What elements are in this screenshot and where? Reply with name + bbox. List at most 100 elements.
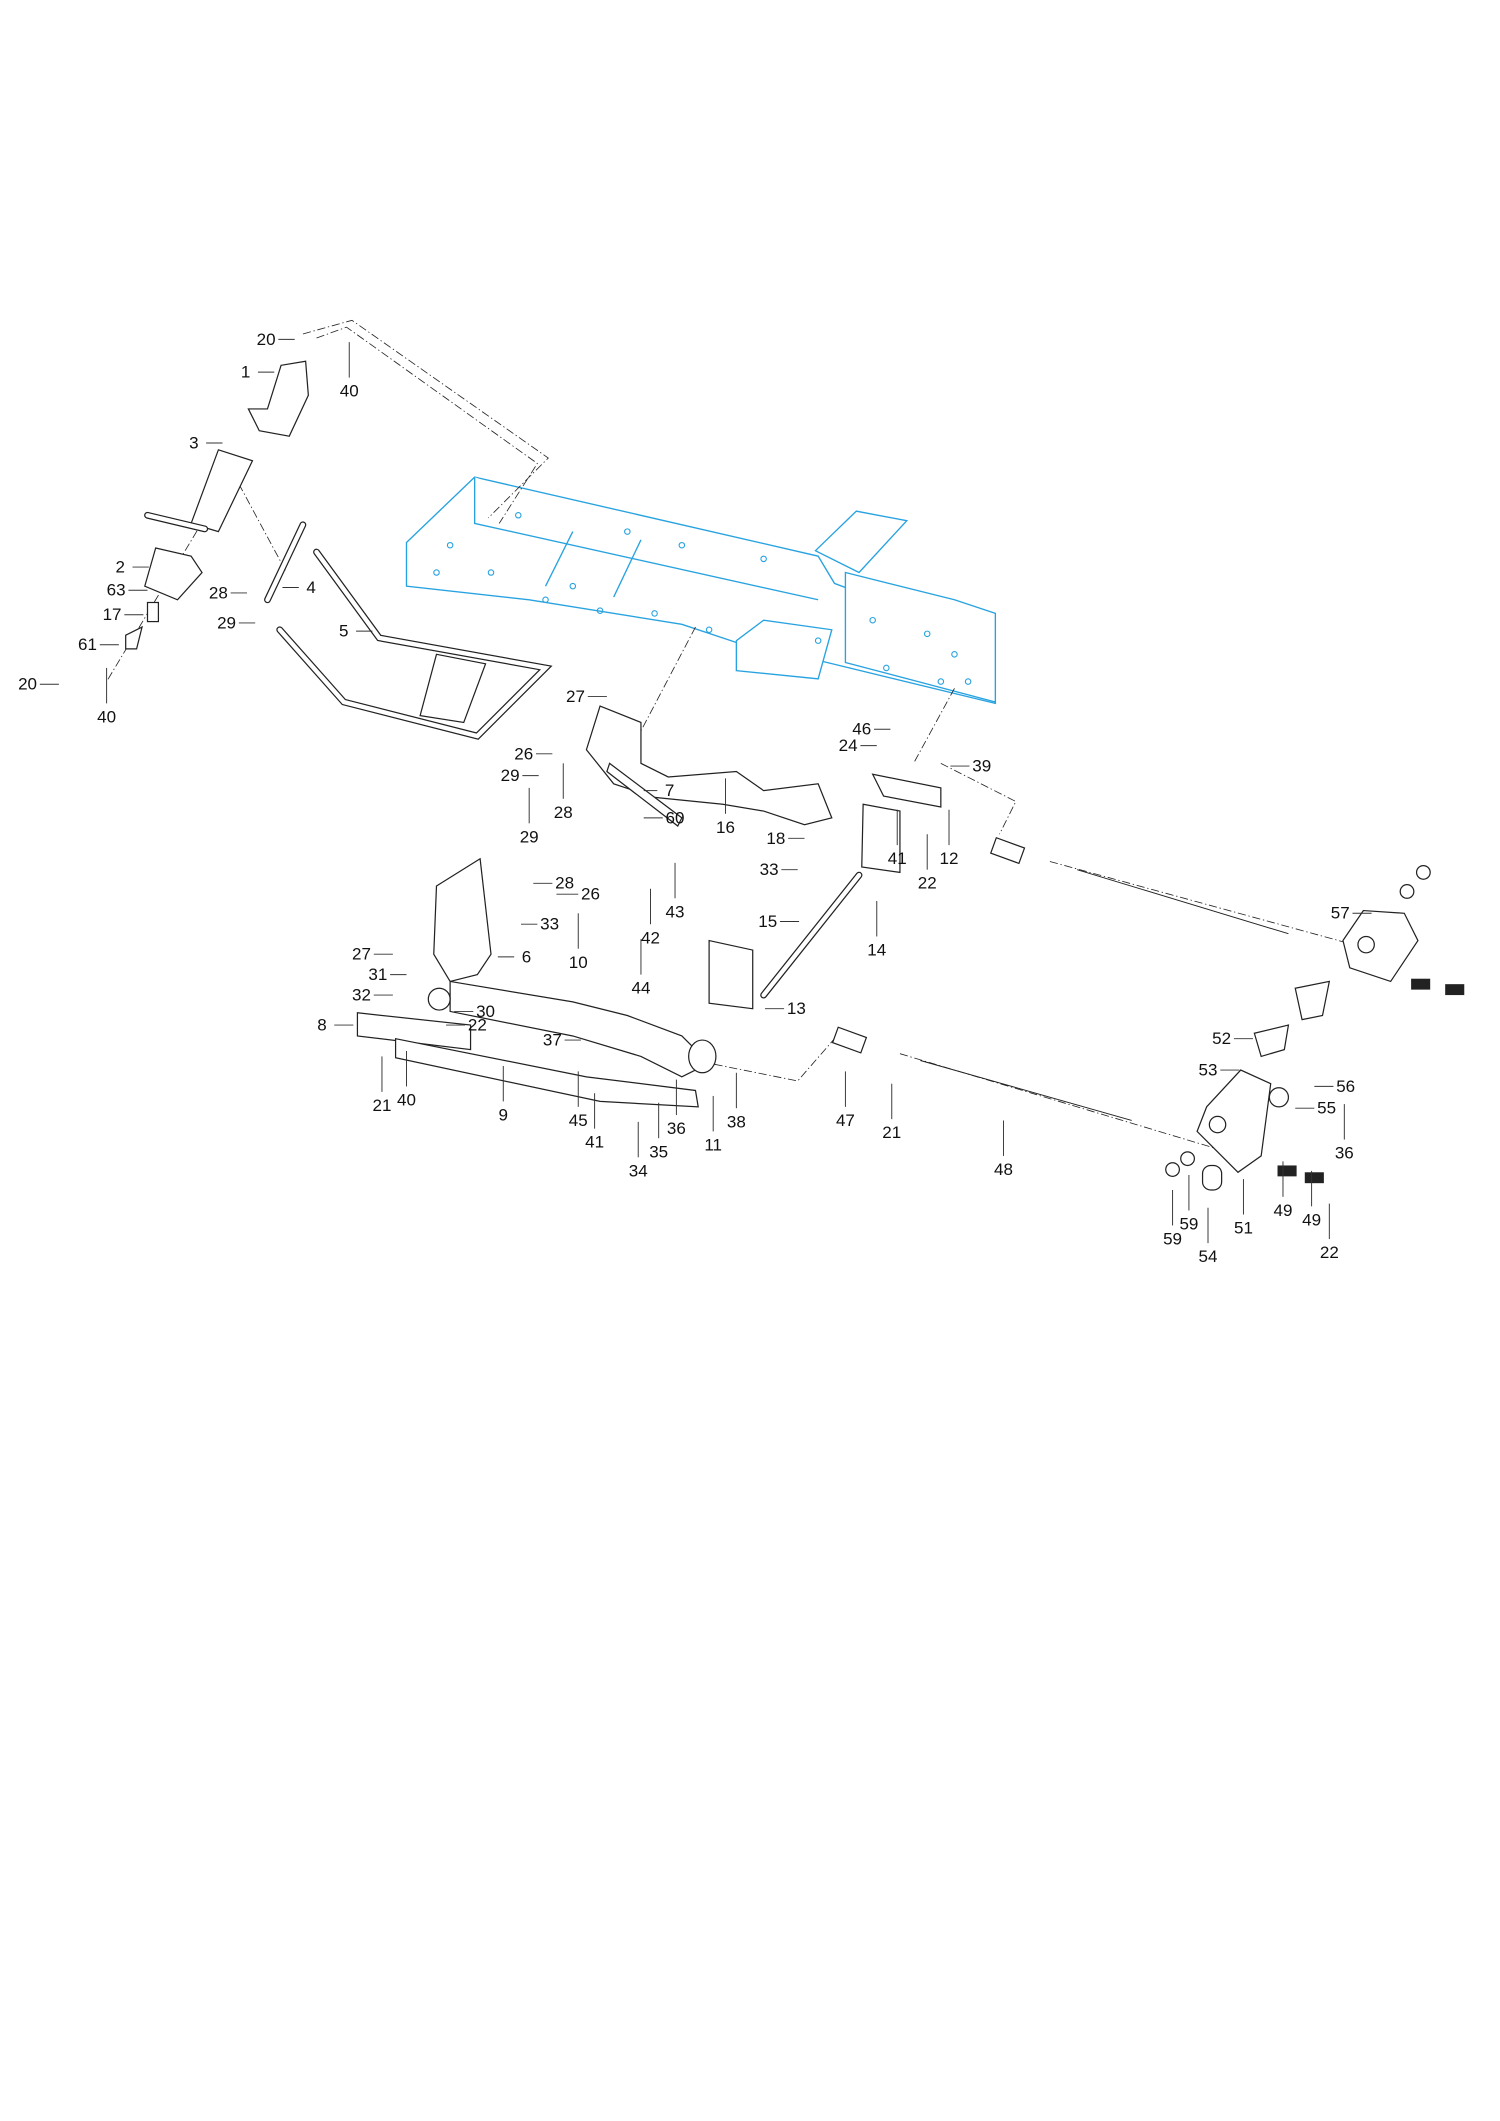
frame-hole bbox=[814, 637, 822, 644]
callout-label-21: 21 bbox=[882, 1123, 901, 1142]
callout-label-40: 40 bbox=[397, 1090, 416, 1109]
callout-label-29: 29 bbox=[217, 613, 236, 632]
callout-label-44: 44 bbox=[631, 979, 650, 998]
callout-label-56: 56 bbox=[1336, 1077, 1355, 1096]
callout-label-35: 35 bbox=[649, 1142, 668, 1161]
callout-label-13: 13 bbox=[787, 999, 806, 1018]
parts bbox=[125, 360, 1465, 1191]
callout-label-12: 12 bbox=[940, 849, 959, 868]
callout-label-3: 3 bbox=[189, 433, 198, 452]
callout-label-60: 60 bbox=[666, 808, 685, 827]
callout-label-28: 28 bbox=[555, 874, 574, 893]
frame-hole bbox=[964, 678, 972, 685]
callout-label-26: 26 bbox=[581, 885, 600, 904]
callout-label-26: 26 bbox=[514, 744, 533, 763]
frame-hole bbox=[937, 678, 945, 685]
callout-label-38: 38 bbox=[727, 1112, 746, 1131]
frame-hole bbox=[760, 555, 767, 563]
callout-label-54: 54 bbox=[1199, 1247, 1218, 1266]
callout-label-21: 21 bbox=[372, 1096, 391, 1115]
callout-label-20: 20 bbox=[257, 330, 276, 349]
callout-label-29: 29 bbox=[501, 766, 520, 785]
callout-label-43: 43 bbox=[666, 902, 685, 921]
callout-label-22: 22 bbox=[918, 874, 937, 893]
part-60 bbox=[606, 762, 683, 827]
callout-label-29: 29 bbox=[520, 827, 539, 846]
callout-label-49: 49 bbox=[1274, 1201, 1293, 1220]
callout-label-39: 39 bbox=[972, 757, 991, 776]
frame-hole bbox=[596, 607, 604, 614]
frame-hole bbox=[433, 569, 440, 576]
frame-hole bbox=[569, 582, 577, 590]
part-32-ring bbox=[427, 987, 451, 1011]
callout-label-2: 2 bbox=[116, 558, 125, 577]
callout-label-14: 14 bbox=[867, 941, 886, 960]
callout-label-53: 53 bbox=[1199, 1060, 1218, 1079]
callout-label-41: 41 bbox=[888, 849, 907, 868]
callout-label-59: 59 bbox=[1179, 1215, 1198, 1234]
frame-hole bbox=[869, 616, 876, 624]
callout-label-10: 10 bbox=[569, 953, 588, 972]
callout-label-17: 17 bbox=[103, 605, 122, 624]
callout-label-5: 5 bbox=[339, 622, 348, 641]
callout-label-61: 61 bbox=[78, 635, 97, 654]
callout-label-51: 51 bbox=[1234, 1219, 1253, 1238]
callout-label-40: 40 bbox=[97, 707, 116, 726]
frame-hole bbox=[514, 511, 522, 519]
callout-label-28: 28 bbox=[209, 583, 228, 602]
callout-label-49: 49 bbox=[1302, 1210, 1321, 1229]
callout-label-46: 46 bbox=[852, 720, 871, 739]
callout-label-31: 31 bbox=[368, 965, 387, 984]
frame-hole bbox=[487, 569, 495, 576]
callout-label-33: 33 bbox=[760, 860, 779, 879]
frame-hole bbox=[624, 528, 631, 535]
part-16-linkage bbox=[585, 705, 833, 826]
callout-label-47: 47 bbox=[836, 1111, 855, 1130]
frame-hole bbox=[923, 630, 931, 638]
callout-label-9: 9 bbox=[499, 1105, 508, 1124]
callout-label-48: 48 bbox=[994, 1160, 1013, 1179]
assembly-lines bbox=[106, 319, 1364, 1153]
callout-label-42: 42 bbox=[641, 928, 660, 947]
part-12-plate bbox=[871, 773, 942, 808]
callout-label-8: 8 bbox=[317, 1016, 326, 1035]
part-51-bracket bbox=[1196, 1069, 1272, 1174]
frame-hole bbox=[542, 596, 549, 604]
callout-label-34: 34 bbox=[629, 1161, 648, 1180]
callout-label-7: 7 bbox=[665, 781, 674, 800]
callout-label-1: 1 bbox=[241, 363, 250, 382]
callout-label-16: 16 bbox=[716, 818, 735, 837]
callout-label-24: 24 bbox=[839, 736, 858, 755]
callout-label-45: 45 bbox=[569, 1111, 588, 1130]
callout-label-18: 18 bbox=[766, 829, 785, 848]
callout-label-4: 4 bbox=[306, 578, 315, 597]
callout-label-32: 32 bbox=[352, 986, 371, 1005]
part-3-shaft bbox=[190, 449, 254, 533]
part-6-bracket bbox=[433, 857, 492, 983]
part-9-bar bbox=[394, 1037, 699, 1108]
callout-label-41: 41 bbox=[585, 1133, 604, 1152]
callout-label-40: 40 bbox=[340, 382, 359, 401]
part-2-bracket bbox=[144, 547, 203, 601]
callout-label-55: 55 bbox=[1317, 1099, 1336, 1118]
callout-label-15: 15 bbox=[758, 912, 777, 931]
callout-label-36: 36 bbox=[1335, 1144, 1354, 1163]
callout-label-22: 22 bbox=[468, 1016, 487, 1035]
callout-label-20: 20 bbox=[18, 675, 37, 694]
callout-label-6: 6 bbox=[522, 947, 531, 966]
part-61 bbox=[125, 625, 143, 650]
part-1-bracket bbox=[247, 360, 309, 437]
part-11-pivot bbox=[688, 1039, 717, 1074]
callout-label-59: 59 bbox=[1163, 1230, 1182, 1249]
callout-label-52: 52 bbox=[1212, 1029, 1231, 1048]
callout-label-28: 28 bbox=[554, 803, 573, 822]
callout-label-11: 11 bbox=[704, 1135, 722, 1154]
frame-hole bbox=[705, 626, 713, 634]
frame-hole bbox=[678, 541, 686, 549]
frame-hole bbox=[446, 541, 454, 549]
spring-17 bbox=[146, 601, 160, 623]
part-8-bar bbox=[356, 1012, 472, 1051]
callout-label-27: 27 bbox=[566, 687, 585, 706]
callout-label-27: 27 bbox=[352, 945, 371, 964]
callout-label-36: 36 bbox=[667, 1119, 686, 1138]
